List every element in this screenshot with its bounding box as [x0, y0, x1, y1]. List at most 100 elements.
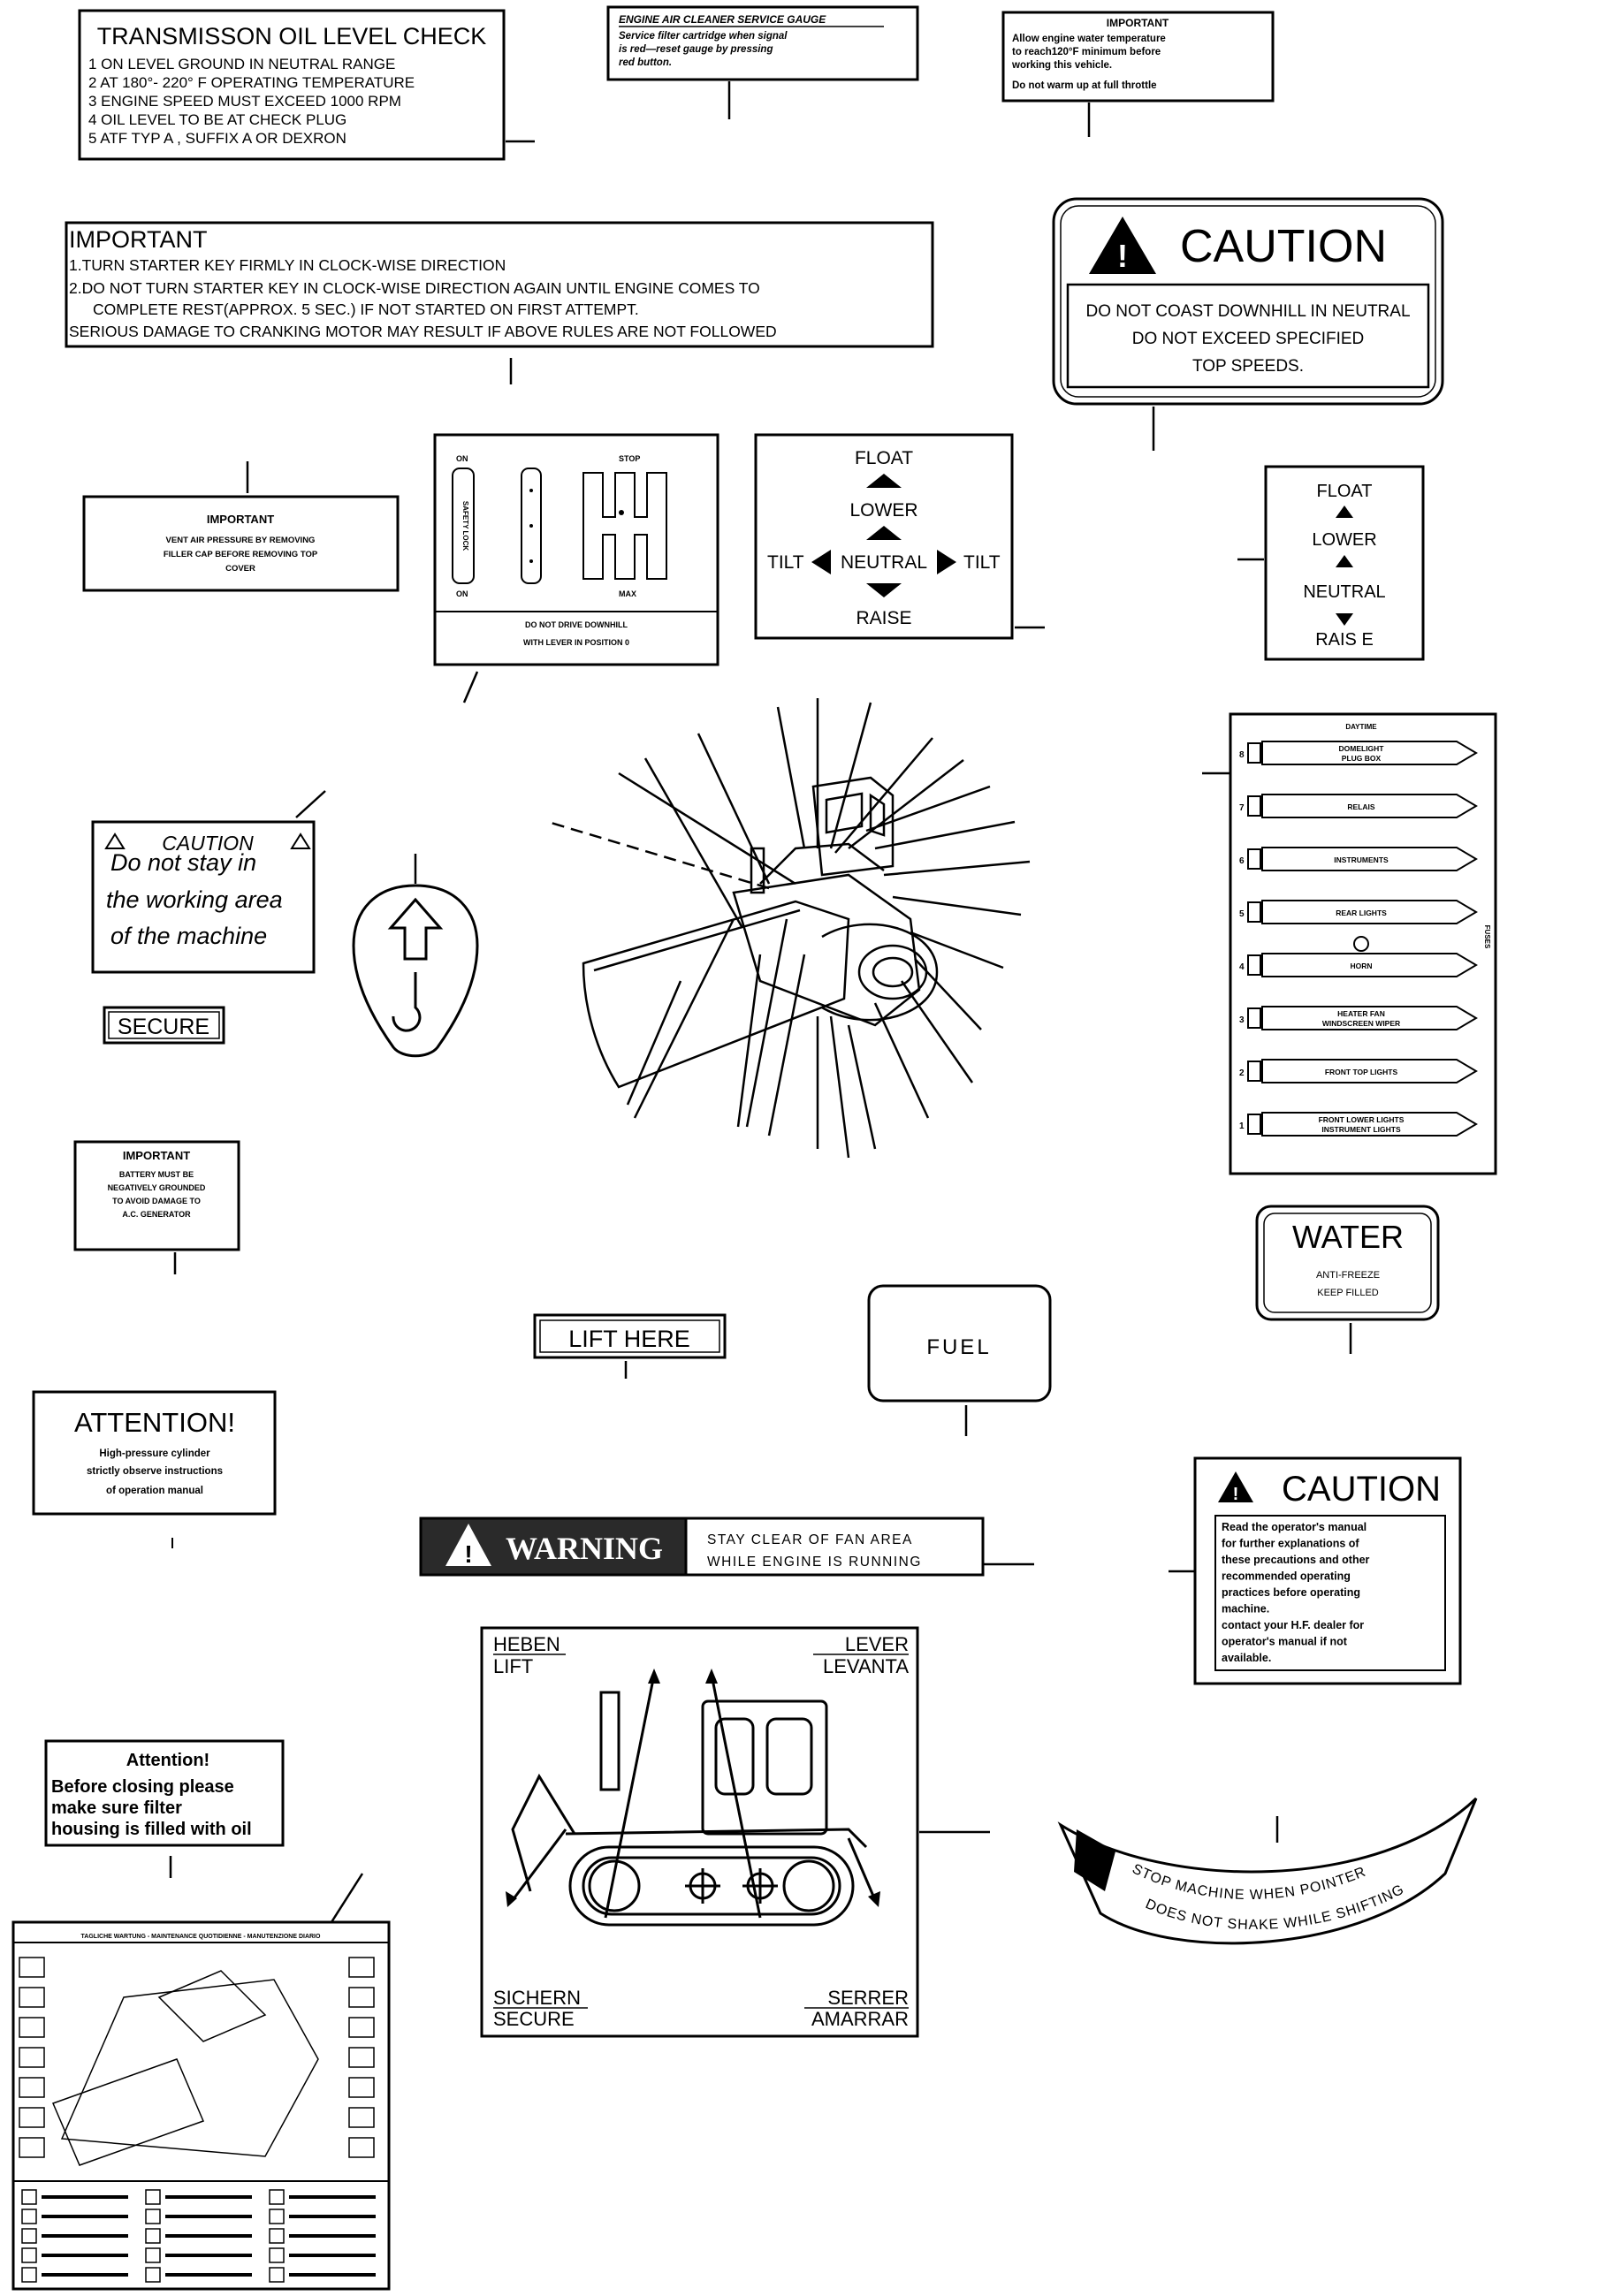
lift-serrer: SERRER — [827, 1987, 909, 2009]
shift-stop: STOP — [619, 454, 640, 463]
float-big-float: FLOAT — [855, 448, 913, 468]
caution-manual-line: these precautions and other — [1222, 1554, 1370, 1566]
fuse-label: REAR LIGHTS — [1336, 909, 1387, 917]
battery-line-4: A.C. GENERATOR — [122, 1210, 191, 1219]
fuse-row: 5 REAR LIGHTS — [1239, 900, 1478, 924]
caution-manual-line: operator's manual if not — [1222, 1636, 1348, 1648]
fuse-label: FRONT LOWER LIGHTS — [1319, 1115, 1405, 1124]
fuse-number: 3 — [1239, 1015, 1245, 1025]
fuse-label: HEATER FAN — [1337, 1009, 1385, 1018]
label-vent-pressure: IMPORTANT VENT AIR PRESSURE BY REMOVING … — [82, 461, 400, 592]
fuse-side: FUSES — [1483, 925, 1491, 949]
water-temp-line-3: working this vehicle. — [1011, 60, 1112, 71]
arc-text-1: STOP MACHINE WHEN POINTER — [1130, 1861, 1368, 1903]
shift-safety-lock: SAFETY LOCK — [461, 501, 469, 551]
fuse-number: 4 — [1239, 962, 1245, 972]
fuse-number: 8 — [1239, 750, 1245, 760]
label-caution-working-area: CAUTION Do not stay in the working area … — [91, 790, 326, 974]
caution-manual-line: recommended operating — [1222, 1570, 1351, 1583]
fuse-number: 1 — [1239, 1121, 1245, 1131]
fuse-label: INSTRUMENT LIGHTS — [1321, 1125, 1401, 1134]
float-small-raise: RAIS E — [1315, 630, 1374, 650]
label-fuel: FUEL — [867, 1284, 1052, 1436]
fuse-number: 2 — [1239, 1068, 1245, 1078]
label-battery: IMPORTANT BATTERY MUST BE NEGATIVELY GRO… — [73, 1140, 240, 1274]
caution-manual-line: contact your H.F. dealer for — [1222, 1619, 1364, 1631]
water-line-2: KEEP FILLED — [1317, 1288, 1379, 1298]
caution-manual-line: available. — [1222, 1652, 1271, 1664]
water-temp-line-4: Do not warm up at full throttle — [1012, 80, 1157, 91]
dozer-side-icon — [511, 1674, 877, 1927]
battery-line-3: TO AVOID DAMAGE TO — [112, 1197, 201, 1205]
label-blade-control-small: FLOAT LOWER NEUTRAL RAIS E — [1237, 465, 1425, 661]
arc-text-1-path: STOP MACHINE WHEN POINTER — [1130, 1861, 1367, 1903]
caution-coast-title: CAUTION — [1180, 221, 1387, 272]
caution-area-line-3: of the machine — [110, 923, 267, 949]
lift-heben: HEBEN — [493, 1633, 560, 1655]
starter-line-2: 2.DO NOT TURN STARTER KEY IN CLOCK-WISE … — [69, 279, 760, 297]
lift-lift: LIFT — [493, 1655, 533, 1677]
label-secure: SECURE — [103, 1006, 225, 1045]
trans-oil-line-1: 1 ON LEVEL GROUND IN NEUTRAL RANGE — [88, 56, 395, 72]
shift-on-top: ON — [456, 454, 468, 463]
fuse-label: HORN — [1350, 962, 1372, 970]
shift-gauge-icon — [1074, 1829, 1115, 1891]
attention-filter-line-3: housing is filled with oil — [51, 1820, 252, 1839]
float-small-lower: LOWER — [1312, 530, 1376, 550]
shift-on-bottom: ON — [456, 589, 468, 598]
lift-levanta: LEVANTA — [823, 1655, 909, 1677]
label-caution-manual: ! CAUTION Read the operator's manualfor … — [1169, 1456, 1462, 1685]
fuse-number: 5 — [1239, 909, 1245, 919]
float-small-float: FLOAT — [1317, 482, 1373, 501]
label-lift-secure-diagram: HEBEN LIFT LEVER LEVANTA SICHERN — [480, 1626, 990, 2038]
battery-title: IMPORTANT — [123, 1149, 190, 1162]
warning-fan-line-1: STAY CLEAR OF FAN AREA — [707, 1532, 913, 1547]
arrow-up-icon — [1336, 506, 1353, 518]
vent-line-1: VENT AIR PRESSURE BY REMOVING — [166, 536, 316, 545]
battery-line-1: BATTERY MUST BE — [119, 1170, 194, 1179]
arrow-up-icon — [866, 526, 902, 540]
water-title: WATER — [1292, 1219, 1404, 1255]
caution-coast-line-1: DO NOT COAST DOWNHILL IN NEUTRAL — [1085, 302, 1410, 321]
float-big-tilt-left: TILT — [767, 552, 804, 573]
attention-filter-line-2: make sure filter — [51, 1798, 182, 1818]
label-arc-shift-pointer: STOP MACHINE WHEN POINTER DOES NOT SHAKE… — [1057, 1797, 1478, 1945]
fuel-text: FUEL — [926, 1335, 991, 1359]
caution-manual-line: Read the operator's manual — [1222, 1521, 1367, 1533]
label-water: WATER ANTI-FREEZE KEEP FILLED — [1255, 1205, 1440, 1354]
fuse-label: INSTRUMENTS — [1334, 855, 1389, 864]
arrow-down-icon — [866, 583, 902, 597]
svg-text:!: ! — [464, 1540, 472, 1568]
label-warning-fan: ! WARNING STAY CLEAR OF FAN AREA WHILE E… — [419, 1517, 1034, 1577]
maint-chart-title: TAGLICHE WARTUNG - MAINTENANCE QUOTIDIEN… — [81, 1934, 321, 1940]
label-attention-cylinder: ATTENTION! High-pressure cylinder strict… — [32, 1390, 277, 1548]
shift-max: MAX — [619, 589, 636, 598]
attention-filter-title: Attention! — [126, 1751, 209, 1770]
air-cleaner-line-1: Service filter cartridge when signal — [619, 31, 788, 42]
caution-area-line-2: the working area — [106, 886, 283, 913]
fuse-header: DAYTIME — [1345, 723, 1377, 731]
water-line-1: ANTI-FREEZE — [1316, 1270, 1380, 1281]
trans-oil-line-4: 4 OIL LEVEL TO BE AT CHECK PLUG — [88, 111, 346, 128]
label-blade-control-big: FLOAT LOWER TILT NEUTRAL TILT RAISE — [754, 433, 1045, 640]
caution-triangle-icon — [1089, 217, 1156, 274]
shift-note-1: DO NOT DRIVE DOWNHILL — [525, 620, 628, 629]
trans-oil-title: TRANSMISSON OIL LEVEL CHECK — [97, 23, 487, 49]
svg-text:!: ! — [1233, 1485, 1239, 1504]
fuse-label: WINDSCREEN WIPER — [1322, 1019, 1400, 1028]
float-small-neutral: NEUTRAL — [1303, 582, 1385, 602]
arrow-right-icon — [937, 550, 956, 574]
lift-lever: LEVER — [845, 1633, 909, 1655]
air-cleaner-line-2: is red—reset gauge by pressing — [619, 44, 773, 55]
attention-cyl-title: ATTENTION! — [74, 1407, 235, 1438]
starter-title: IMPORTANT — [69, 226, 208, 253]
float-big-raise: RAISE — [856, 608, 911, 628]
trans-oil-line-2: 2 AT 180°- 220° F OPERATING TEMPERATURE — [88, 74, 415, 91]
